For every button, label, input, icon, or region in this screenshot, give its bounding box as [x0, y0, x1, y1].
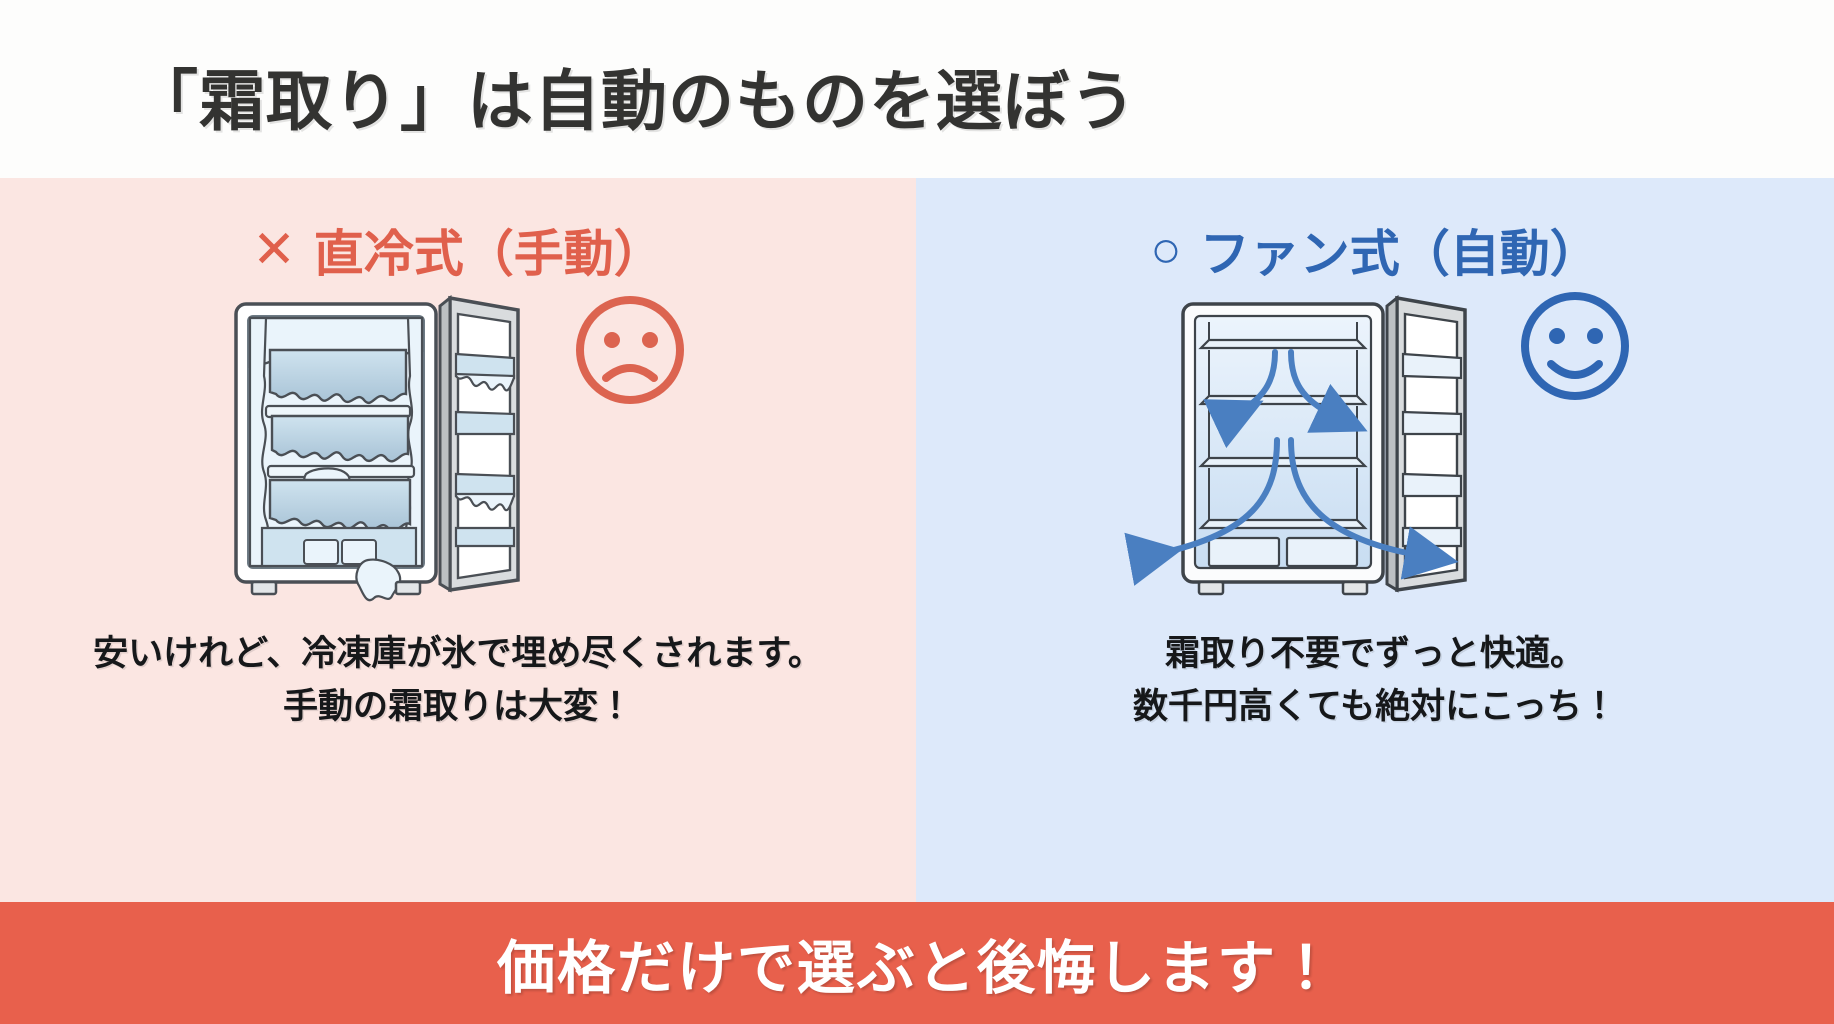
caption-line: 手動の霜取りは大変！: [282, 686, 633, 726]
banner-text: 価格だけで選ぶと後悔します！: [496, 936, 1337, 1001]
panel-left-heading-label: 直冷式（手動）: [313, 226, 664, 282]
panel-right-caption: 霜取り不要でずっと快適。 数千円高くても絶対にこっち！: [916, 628, 1834, 733]
caption-line: 数千円高くても絶対にこっち！: [1132, 686, 1618, 726]
panel-left-caption: 安いけれど、冷凍庫が氷で埋め尽くされます。 手動の霜取りは大変！: [0, 628, 916, 733]
airflow-arrow-right-lower: [1288, 437, 1459, 580]
comparison-panels: ✕ 直冷式（手動）: [0, 178, 1834, 902]
panel-left-heading: ✕ 直冷式（手動）: [0, 214, 916, 286]
panel-right-heading-label: ファン式（自動）: [1199, 226, 1600, 282]
frosted-refrigerator-icon: [234, 294, 684, 602]
frosted-refrigerator-figure: [0, 288, 916, 618]
caption-line: 霜取り不要でずっと快適。: [1164, 634, 1585, 673]
airflow-arrow-left-lower: [1124, 437, 1280, 586]
airflow-arrow-left-upper: [1203, 349, 1278, 449]
caption-line: 安いけれど、冷凍庫が氷で埋め尽くされます。: [93, 634, 823, 673]
panel-direct-cooling: ✕ 直冷式（手動）: [0, 178, 916, 902]
airflow-arrow-right-upper: [1288, 349, 1368, 433]
header-bar: 「霜取り」は自動のものを選ぼう: [0, 0, 1834, 178]
happy-face-icon: [1521, 292, 1629, 400]
airflow-refrigerator-icon: [1124, 292, 1629, 596]
sad-face-icon: [576, 296, 684, 404]
circle-mark-icon: ○: [1150, 221, 1182, 279]
page-title: 「霜取り」は自動のものを選ぼう: [132, 64, 1137, 138]
bottom-banner: 価格だけで選ぶと後悔します！: [0, 902, 1834, 1024]
cross-mark-icon: ✕: [252, 221, 296, 279]
airflow-refrigerator-figure: [916, 288, 1834, 618]
panel-fan-cooling: ○ ファン式（自動）: [916, 178, 1834, 902]
panel-right-heading: ○ ファン式（自動）: [916, 214, 1834, 286]
